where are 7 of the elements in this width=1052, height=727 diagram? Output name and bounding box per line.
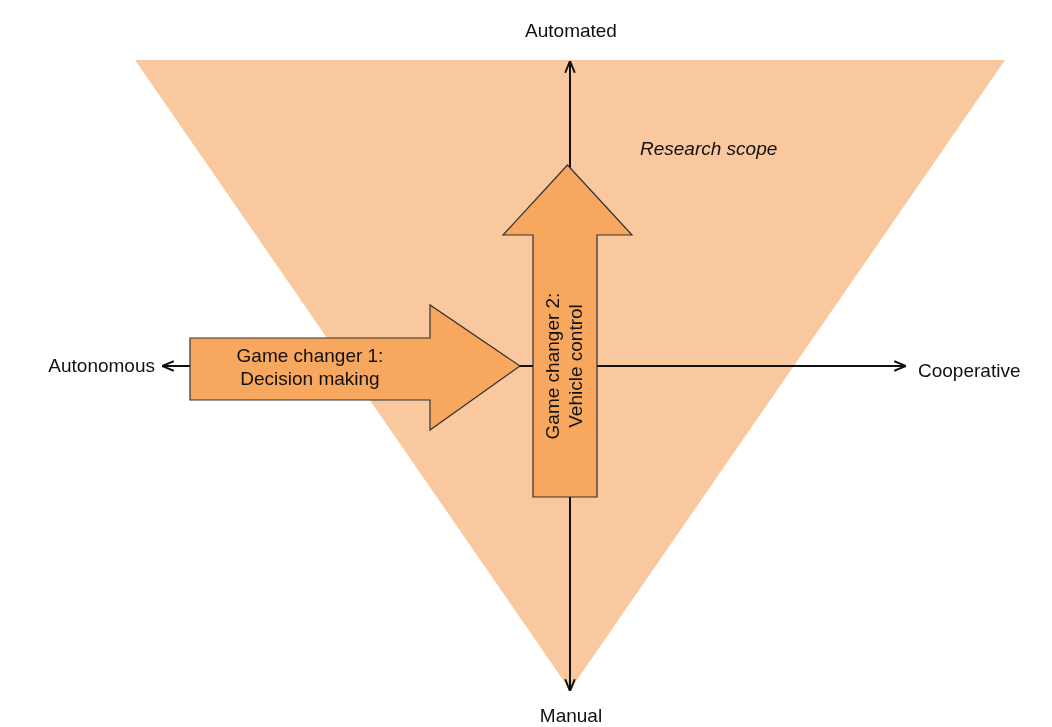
arrow-label: Game changer 1: Decision making xyxy=(235,345,385,391)
axis-label: Autonomous xyxy=(48,355,155,377)
axis-label: Automated xyxy=(525,20,617,42)
arrow-label: Game changer 2: Vehicle control xyxy=(542,291,587,441)
axis-label: Manual xyxy=(539,705,603,727)
axis-label: Cooperative xyxy=(918,360,1021,382)
scope-label: Research scope xyxy=(640,138,778,161)
